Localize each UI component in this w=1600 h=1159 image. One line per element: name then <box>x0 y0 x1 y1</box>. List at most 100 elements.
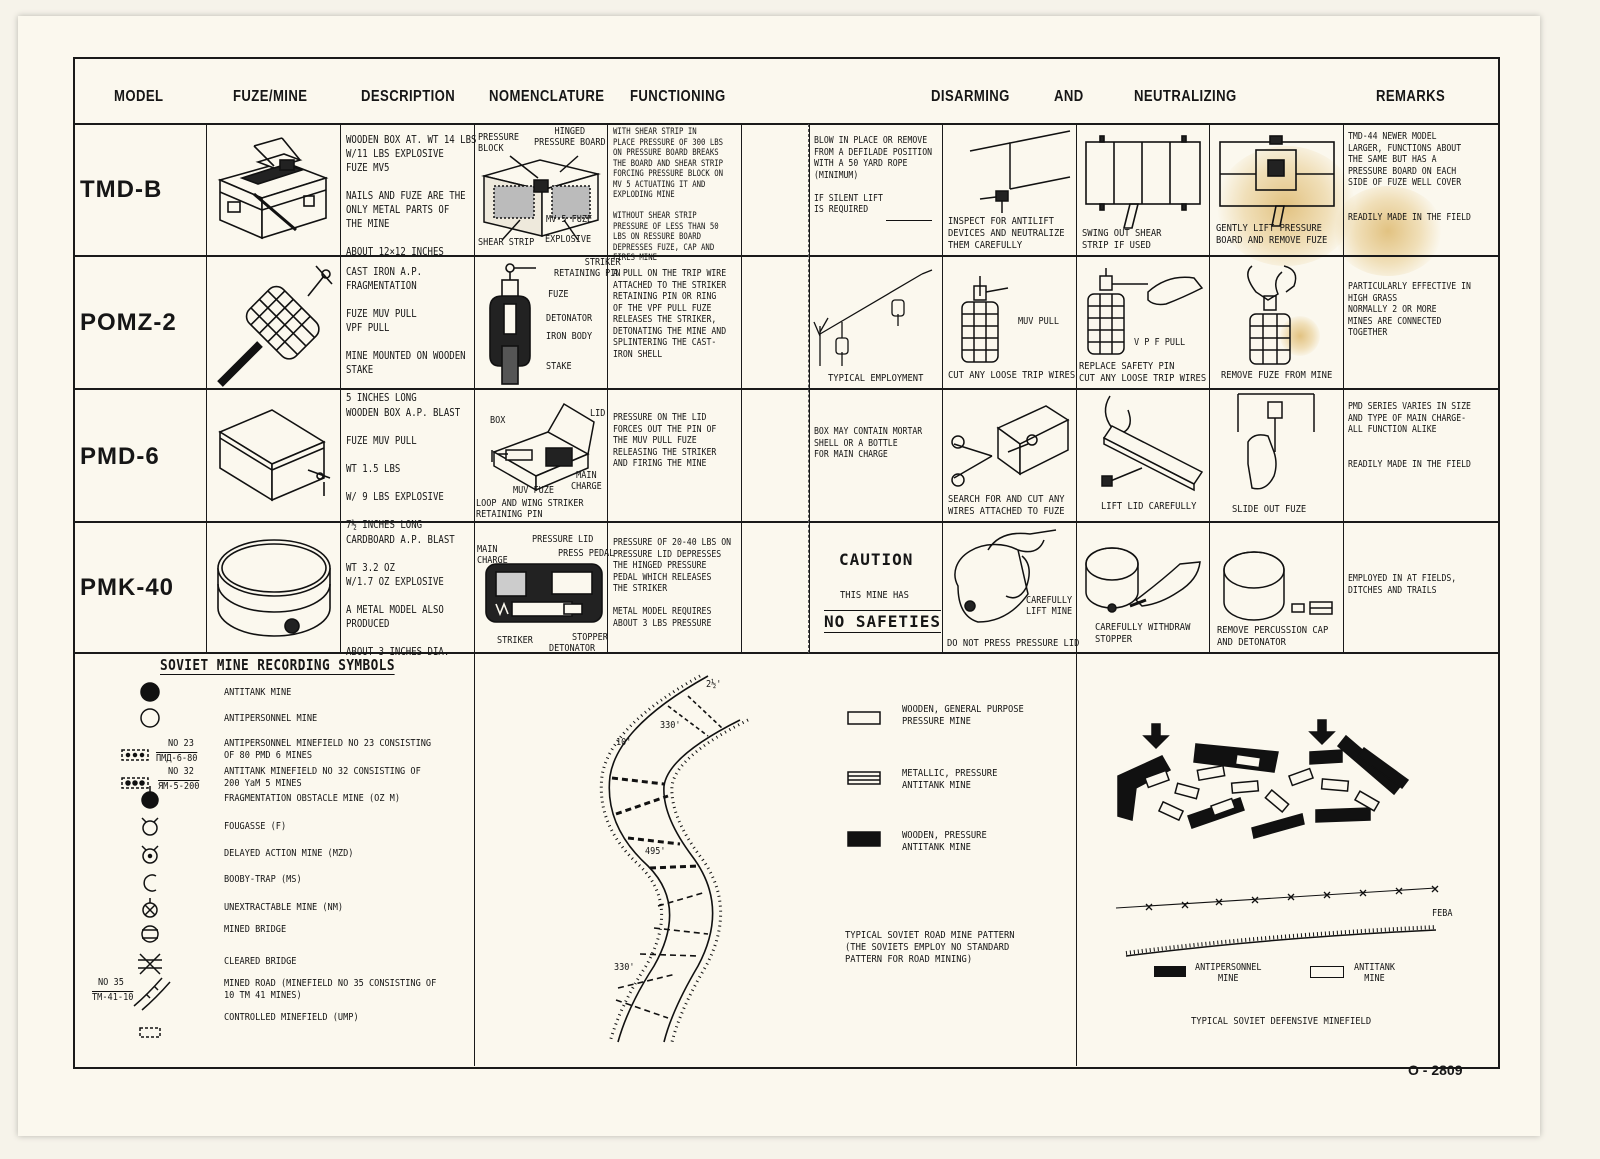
tmd-b-step3: GENTLY LIFT PRESSURE BOARD AND REMOVE FU… <box>1216 223 1328 246</box>
pomz-2-label-striker: STRIKER RETAINING PIN <box>554 257 621 279</box>
rule <box>1076 124 1077 653</box>
pmd-6-cutaway-icon <box>491 402 595 492</box>
header-neutralizing: NEUTRALIZING <box>1134 88 1237 105</box>
pmd-6-remarks: PMD SERIES VARIES IN SIZE AND TYPE OF MA… <box>1348 401 1471 470</box>
table-frame <box>73 57 1500 1069</box>
tmd-b-label-hinged-board: HINGED PRESSURE BOARD <box>534 126 606 148</box>
defensive-minefield-diagram <box>1115 719 1439 957</box>
pmd-6-label-loop: LOOP AND WING STRIKER RETAINING PIN <box>476 498 584 520</box>
defensive-caption: TYPICAL SOVIET DEFENSIVE MINEFIELD <box>1191 1016 1372 1027</box>
wooden-general-icon <box>847 711 881 725</box>
pmk-40-mine-icon <box>217 539 331 637</box>
pmd-6-functioning: PRESSURE ON THE LID FORCES OUT THE PIN O… <box>613 412 717 469</box>
tmd-b-step1-icon <box>969 130 1071 213</box>
at-minefield-icon <box>121 777 149 789</box>
road-legend-icons <box>847 711 881 847</box>
symbol-antitank-label: ANTITANK MINE <box>224 687 292 698</box>
symbol-fragmentation-label: FRAGMENTATION OBSTACLE MINE (OZ M) <box>224 793 401 804</box>
pmd-6-step2: LIFT LID CAREFULLY <box>1101 501 1197 512</box>
pmk-40-label-press-pedal: PRESS PEDAL <box>558 548 615 559</box>
mined-bridge-icon <box>141 925 159 943</box>
pmk-40-label-detonator: DETONATOR <box>549 643 596 654</box>
pomz-2-remarks: PARTICULARLY EFFECTIVE IN HIGH GRASS NOR… <box>1348 281 1471 338</box>
pomz-2-employment: TYPICAL EMPLOYMENT <box>828 373 924 384</box>
pomz-2-mine-icon <box>217 265 333 387</box>
delayed-action-icon <box>141 845 159 864</box>
rule <box>1076 653 1077 1066</box>
rule <box>942 124 943 653</box>
pmk-40-functioning: PRESSURE OF 20-40 LBS ON PRESSURE LID DE… <box>613 537 732 629</box>
pomz-2-label-vpf-pull: V P F PULL <box>1134 337 1186 348</box>
symbol-mined-road-label: MINED ROAD (MINEFIELD NO 35 CONSISTING O… <box>224 978 437 1001</box>
pmk-40-label-pressure-lid: PRESSURE LID <box>532 534 594 545</box>
rule <box>73 123 1498 125</box>
defensive-ap-label: ANTIPERSONNEL MINE <box>1195 962 1262 984</box>
road-pattern-diagram <box>599 674 749 1043</box>
pomz-2-description: CAST IRON A.P. FRAGMENTATION FUZE MUV PU… <box>346 266 466 404</box>
road-dim-1: 2½' <box>706 679 722 690</box>
symbol-fougasse-label: FOUGASSE (F) <box>224 821 287 832</box>
road-legend-metallic: METALLIC, PRESSURE ANTITANK MINE <box>902 768 998 791</box>
pmk-40-label-stopper: STOPPER <box>572 632 608 643</box>
header-disarming: DISARMING <box>931 88 1010 105</box>
symbol-booby-trap-label: BOOBY-TRAP (MS) <box>224 874 302 885</box>
header-nomenclature: NOMENCLATURE <box>489 88 605 105</box>
pmd-6-step3-icon <box>1237 393 1315 490</box>
rule <box>474 653 475 1066</box>
pomz-2-step3-icon <box>1247 265 1297 365</box>
tmd-b-step2-icon <box>1085 135 1201 229</box>
pmk-40-caution-sub: THIS MINE HAS <box>840 590 909 601</box>
tmd-b-functioning: WITH SHEAR STRIP IN PLACE PRESSURE OF 30… <box>613 127 724 263</box>
symbol-mined-bridge-label: MINED BRIDGE <box>224 924 287 935</box>
pomz-2-step3: REMOVE FUZE FROM MINE <box>1221 370 1333 381</box>
pmk-40-step2-icon <box>1085 547 1201 613</box>
pmd-6-disarm-text: BOX MAY CONTAIN MORTAR SHELL OR A BOTTLE… <box>814 426 923 460</box>
tmd-b-step2: SWING OUT SHEAR STRIP IF USED <box>1082 228 1162 251</box>
pmd-6-label-lid: LID <box>590 408 606 419</box>
rule <box>1209 124 1210 653</box>
rule <box>809 124 810 653</box>
pmk-40-label-carefully-lift: CAREFULLY LIFT MINE <box>1026 595 1073 617</box>
pmd-6-label-main-charge: MAIN CHARGE <box>571 470 602 492</box>
open-circle-icon <box>140 708 160 728</box>
pmk-40-step3: REMOVE PERCUSSION CAP AND DETONATOR <box>1217 625 1329 648</box>
symbol-ap-minefield-code-top: NO 23 <box>168 738 194 749</box>
defensive-at-label: ANTITANK MINE <box>1354 962 1395 984</box>
pomz-2-step2: REPLACE SAFETY PIN CUT ANY LOOSE TRIP WI… <box>1079 361 1207 384</box>
ap-minefield-icon <box>121 749 149 761</box>
rule <box>474 124 475 653</box>
pmd-6-description: WOODEN BOX A.P. BLAST FUZE MUV PULL WT 1… <box>346 407 461 531</box>
pmk-40-cutaway-icon <box>485 563 603 623</box>
controlled-minefield-icon <box>139 1027 161 1038</box>
antipersonnel-legend-icon <box>1154 966 1186 977</box>
symbol-mined-road-code-bottom: TM-41-10 <box>92 991 134 1003</box>
pmd-6-step3: SLIDE OUT FUZE <box>1232 504 1307 515</box>
rule <box>1343 124 1344 653</box>
header-functioning: FUNCTIONING <box>630 88 726 105</box>
road-legend-wooden-general: WOODEN, GENERAL PURPOSE PRESSURE MINE <box>902 704 1024 727</box>
rule <box>73 521 1498 523</box>
pomz-2-step2-icon <box>1087 268 1204 355</box>
rule <box>206 124 207 653</box>
header-and: AND <box>1054 88 1084 105</box>
pmd-6-step1-icon <box>951 405 1070 487</box>
symbol-mined-road-code-top: NO 35 <box>98 977 124 988</box>
symbol-at-minefield-label: ANTITANK MINEFIELD NO 32 CONSISTING OF 2… <box>224 766 421 789</box>
symbol-controlled-minefield-label: CONTROLLED MINEFIELD (UMP) <box>224 1012 359 1023</box>
symbol-unextractable-label: UNEXTRACTABLE MINE (NM) <box>224 902 344 913</box>
pomz-2-step1-icon <box>961 276 1009 363</box>
pomz-2-label-stake: STAKE <box>546 361 572 372</box>
model-pomz-2: POMZ-2 <box>80 309 177 336</box>
tmd-b-step3-icon <box>1219 135 1335 227</box>
pmk-40-step3-icon <box>1223 551 1333 621</box>
symbol-at-minefield-code-top: NO 32 <box>168 766 194 777</box>
pomz-2-step1: CUT ANY LOOSE TRIP WIRES <box>948 370 1076 381</box>
pmk-40-label-striker: STRIKER <box>497 635 533 646</box>
tmd-b-label-fuze: MV-5 FUZE <box>546 214 593 225</box>
pmd-6-label-muv-fuze: MUV FUZE <box>513 485 554 496</box>
pmd-6-step1: SEARCH FOR AND CUT ANY WIRES ATTACHED TO… <box>948 494 1065 517</box>
rule <box>808 124 809 653</box>
rule <box>607 124 608 653</box>
unextractable-icon <box>142 898 158 918</box>
fougasse-icon <box>141 817 159 836</box>
